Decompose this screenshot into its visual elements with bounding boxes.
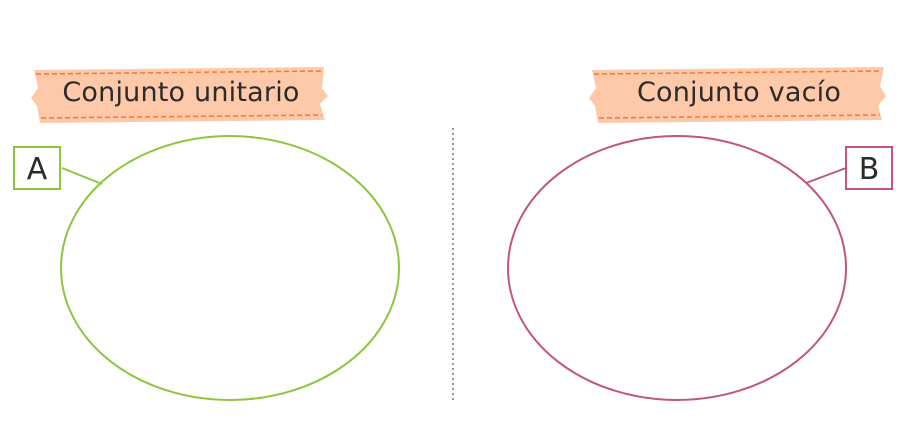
banner-left-shape (31, 67, 328, 123)
banner-right (589, 67, 886, 123)
banner-left-bottom-dash (40, 114, 323, 119)
banner-right-label: Conjunto vacío (636, 77, 842, 108)
set-a-label-box: A (13, 146, 61, 190)
set-b-ellipse (507, 135, 847, 401)
banner-left-label: Conjunto unitario (62, 77, 300, 108)
banner-right-shape (589, 67, 886, 123)
banner-right-bottom-dash (598, 114, 881, 119)
banner-left (31, 67, 328, 123)
set-a-ellipse (60, 135, 400, 401)
set-b-label-box: B (845, 146, 893, 190)
set-a-connector (61, 167, 103, 185)
set-b-connector (805, 167, 847, 184)
